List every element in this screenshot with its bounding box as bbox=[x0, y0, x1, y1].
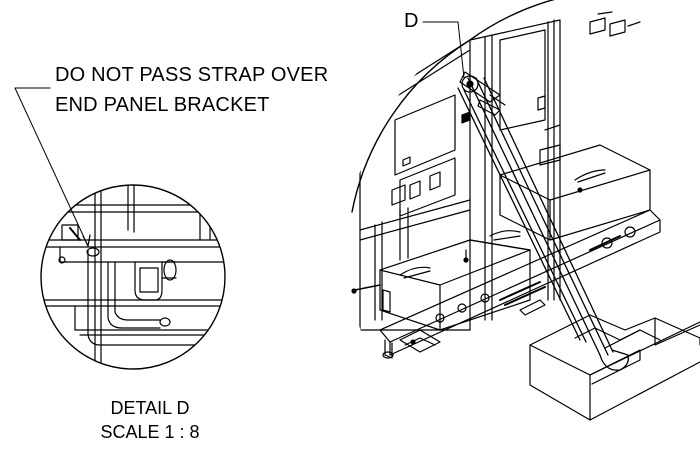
detail-marker-label: D bbox=[404, 10, 419, 32]
detail-d-view bbox=[14, 87, 226, 370]
strap-warning-line-1: DO NOT PASS STRAP OVER bbox=[55, 64, 329, 86]
strap-warning-line-2: END PANEL BRACKET bbox=[55, 94, 270, 116]
main-assembly-view bbox=[351, 0, 700, 421]
detail-title: DETAIL D bbox=[110, 398, 190, 418]
detail-scale: SCALE 1 : 8 bbox=[100, 422, 200, 442]
